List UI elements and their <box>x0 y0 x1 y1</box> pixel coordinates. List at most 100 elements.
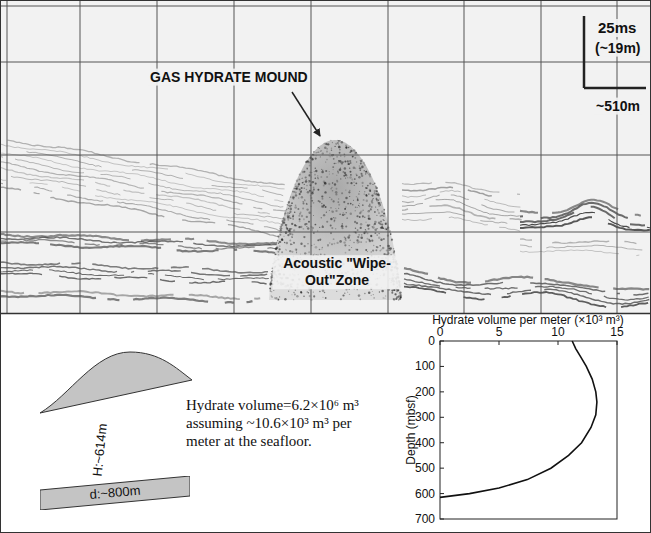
seismic-reflector <box>520 207 645 226</box>
mound-speckle <box>274 297 275 298</box>
mound-speckle <box>347 203 349 205</box>
mound-speckle <box>341 225 343 227</box>
seismic-reflector <box>0 291 260 299</box>
mound-speckle <box>289 205 291 207</box>
scale-label: ~510m <box>594 98 642 115</box>
mound-speckle <box>391 292 393 294</box>
mound-speckle <box>314 244 315 245</box>
mound-speckle <box>382 228 383 229</box>
seismic-reflector <box>0 242 290 254</box>
mound-speckle <box>372 226 374 228</box>
mound-speckle <box>275 247 277 249</box>
mound-speckle <box>366 200 368 202</box>
mound-speckle <box>338 146 341 149</box>
mound-speckle <box>333 243 335 245</box>
mound-speckle <box>367 251 368 252</box>
mound-speckle <box>287 219 289 221</box>
mound-speckle <box>353 181 355 183</box>
mound-speckle <box>309 289 310 290</box>
mound-speckle <box>368 218 371 221</box>
mound-speckle <box>385 223 387 225</box>
mound-speckle <box>336 291 337 292</box>
mound-speckle <box>271 296 272 297</box>
bar-shape <box>40 476 190 510</box>
mound-speckle <box>291 244 292 245</box>
mound-speckle <box>301 178 302 179</box>
mound-speckle <box>346 217 348 219</box>
mound-speckle <box>307 191 310 194</box>
mound-speckle <box>289 239 291 241</box>
mound-speckle <box>344 293 345 294</box>
mound-speckle <box>382 247 384 249</box>
mound-speckle <box>284 298 286 300</box>
mound-speckle <box>389 250 390 251</box>
mound-speckle <box>275 297 277 299</box>
mound-speckle <box>385 222 387 224</box>
mound-speckle <box>368 193 370 195</box>
mound-speckle <box>317 147 318 148</box>
mound-speckle <box>355 227 356 228</box>
mound-speckle <box>360 241 362 243</box>
mound-speckle <box>285 224 287 226</box>
scale-label: (~19m) <box>593 40 643 57</box>
mound-speckle <box>372 250 374 252</box>
mound-speckle <box>383 238 385 240</box>
height-label: H:~614m <box>89 423 110 477</box>
mound-speckle <box>345 225 347 227</box>
mound-speckle <box>364 191 365 192</box>
mound-speckle <box>358 205 359 206</box>
mound-speckle <box>380 227 382 229</box>
mound-speckle <box>306 226 307 227</box>
mound-speckle <box>320 151 321 152</box>
mound-speckle <box>279 245 281 247</box>
mound-speckle <box>302 207 304 209</box>
mound-speckle <box>313 295 315 297</box>
mound-speckle <box>362 159 363 160</box>
mound-speckle <box>367 210 370 213</box>
mound-speckle <box>335 143 337 145</box>
mound-speckle <box>319 227 320 228</box>
mound-speckle <box>291 294 292 295</box>
mound-speckle <box>345 178 346 179</box>
mound-speckle <box>312 230 313 231</box>
mound-speckle <box>313 292 314 293</box>
axis-tick <box>440 341 441 345</box>
mound-speckle <box>293 292 295 294</box>
mound-speckle <box>369 182 371 184</box>
mound-speckle <box>368 215 370 217</box>
seismic-reflector <box>0 179 284 225</box>
mound-speckle <box>366 171 368 173</box>
mound-speckle <box>364 293 365 294</box>
mound-speckle <box>374 192 375 193</box>
mound-speckle <box>285 224 286 225</box>
axis-tick <box>440 417 444 418</box>
mound-speckle <box>317 189 319 191</box>
mound-speckle <box>326 159 328 161</box>
mound-speckle <box>284 214 286 216</box>
mound-speckle <box>360 170 362 172</box>
mound-speckle <box>381 290 384 293</box>
mound-speckle <box>299 188 301 190</box>
mound-speckle <box>296 251 297 252</box>
mound-speckle <box>341 162 343 164</box>
mound-speckle <box>393 252 394 253</box>
mound-speckle <box>327 244 328 245</box>
mound-speckle <box>370 235 372 237</box>
mound-speckle <box>345 197 348 200</box>
mound-speckle <box>324 143 326 145</box>
mound-speckle <box>355 182 357 184</box>
mound-speckle <box>298 183 300 185</box>
mound-speckle <box>352 204 353 205</box>
mound-speckle <box>290 218 292 220</box>
mound-speckle <box>394 293 396 295</box>
mound-speckle <box>355 207 357 209</box>
mound-speckle <box>306 179 308 181</box>
mound-speckle <box>306 185 308 187</box>
mound-speckle <box>320 156 321 157</box>
mound-speckle <box>339 214 341 216</box>
mound-speckle <box>302 182 303 183</box>
mound-speckle <box>385 295 386 296</box>
mound-speckle <box>374 223 376 225</box>
mound-speckle <box>347 292 348 293</box>
seismic-reflector <box>402 182 520 194</box>
